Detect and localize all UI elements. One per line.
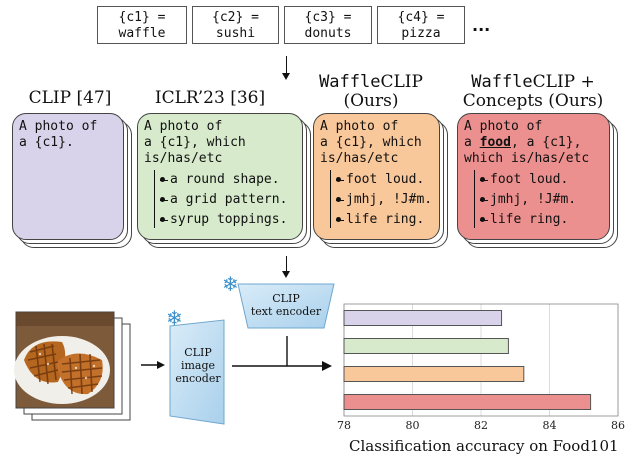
- x-tick-label: 80: [406, 419, 420, 432]
- prompt-rest: , a {c1},: [510, 135, 582, 150]
- heading-sub: Concepts (Ours): [462, 91, 604, 111]
- x-tick-label: 84: [543, 419, 557, 432]
- heading-iclr: ICLR’23 [36]: [140, 89, 280, 108]
- class-name: waffle: [118, 26, 166, 41]
- prompt-line: a {c1}.: [19, 135, 74, 150]
- descriptor: syrup toppings.: [159, 212, 288, 227]
- bar: [343, 394, 592, 410]
- plot-frame: [343, 303, 619, 417]
- prompt-card-waffleclip-concepts: A photo of a food, a {c1}, which is/has/…: [457, 113, 618, 248]
- descriptor: jmhj, !J#m.: [479, 192, 577, 207]
- encoder-line: encoder: [175, 372, 221, 385]
- descriptor: life ring.: [335, 212, 425, 227]
- x-tick-label: 78: [337, 419, 351, 432]
- waffle-image-stack: [14, 311, 131, 421]
- heading-waffleclip: WaffleCLIP (Ours): [306, 73, 436, 111]
- class-box-4: {c4} = pizza: [377, 6, 465, 44]
- snowflake-icon: ❄: [166, 306, 183, 330]
- descriptor-tree: [330, 170, 331, 228]
- combine-arrows: [232, 336, 332, 371]
- heading-text: ICLR’23 [36]: [154, 88, 266, 108]
- descriptor: life ring.: [479, 212, 569, 227]
- heading-waffleclip-concepts: WaffleCLIP + Concepts (Ours): [458, 73, 608, 111]
- prompt-line: A photo of: [320, 119, 399, 134]
- encoder-line: image: [180, 359, 216, 372]
- prompt-line: which is/has/etc: [464, 151, 590, 166]
- prompt-line: A photo of: [464, 119, 543, 134]
- descriptor: a round shape.: [160, 172, 280, 187]
- text-encoder-label: CLIP text encoder: [246, 292, 326, 318]
- heading-text: CLIP +: [532, 72, 595, 92]
- arrow-prompts-to-encoder: [282, 256, 290, 278]
- class-var: {c2} =: [212, 10, 259, 25]
- heading-sub: (Ours): [343, 91, 399, 111]
- accuracy-bar-chart: 78 80 82 84 86: [337, 303, 625, 432]
- prompt-line: A photo of: [19, 119, 98, 134]
- ellipsis: ...: [472, 16, 491, 35]
- bar: [343, 366, 525, 382]
- prompt-card-iclr: A photo of a {c1}, which is/has/etc a ro…: [137, 113, 311, 248]
- bar: [343, 338, 509, 354]
- descriptor: jmhj, !J#m.: [335, 192, 433, 207]
- prompt-line: a {c1}, which: [320, 135, 422, 150]
- image-encoder-label: CLIP image encoder: [170, 346, 226, 385]
- heading-text: CLIP [47]: [28, 88, 112, 108]
- descriptor: foot loud.: [335, 172, 425, 187]
- class-box-1: {c1} = waffle: [97, 6, 187, 44]
- prompt-line: is/has/etc: [144, 151, 223, 166]
- class-var: {c1} =: [118, 10, 166, 25]
- encoder-line: text encoder: [250, 305, 322, 318]
- class-var: {c4} =: [397, 10, 445, 25]
- x-tick-label: 82: [474, 419, 488, 432]
- prompt-line: A photo of: [144, 119, 223, 134]
- descriptor-tree: [474, 170, 475, 228]
- image-encoder-shape: [169, 319, 225, 425]
- x-tick-label: 86: [611, 419, 625, 432]
- descriptor: foot loud.: [479, 172, 569, 187]
- class-name: sushi: [215, 26, 256, 41]
- heading-clip: CLIP [47]: [15, 89, 125, 108]
- prompt-line-concept: a food, a {c1},: [464, 135, 582, 150]
- descriptor-tree: [154, 170, 155, 228]
- heading-mono: Waffle: [471, 72, 533, 92]
- encoder-line: CLIP: [184, 346, 212, 359]
- heading-text: CLIP: [380, 72, 423, 92]
- arrow-classes-to-prompts: [282, 56, 290, 80]
- chart-xlabel: Classification accuracy on Food101: [349, 437, 619, 455]
- prompt-card-waffleclip: A photo of a {c1}, which is/has/etc foot…: [313, 113, 448, 248]
- waffle-photo: [14, 311, 115, 409]
- snowflake-icon: ❄: [222, 272, 239, 296]
- concept-word: food: [479, 135, 511, 150]
- encoder-line: CLIP: [272, 292, 300, 305]
- prompt-card-clip: A photo of a {c1}.: [12, 113, 132, 248]
- class-name: donuts: [304, 26, 352, 41]
- descriptor: a grid pattern.: [159, 192, 288, 207]
- class-box-3: {c3} = donuts: [284, 6, 372, 44]
- heading-mono: Waffle: [319, 72, 381, 92]
- prompt-line: is/has/etc: [320, 151, 399, 166]
- bar: [343, 310, 503, 326]
- text-encoder-shape: [237, 283, 335, 329]
- class-box-2: {c2} = sushi: [192, 6, 279, 44]
- prompt-line: a {c1}, which: [144, 135, 246, 150]
- class-var: {c3} =: [304, 10, 352, 25]
- class-name: pizza: [401, 26, 441, 41]
- arrow-image-to-encoder: [141, 361, 165, 369]
